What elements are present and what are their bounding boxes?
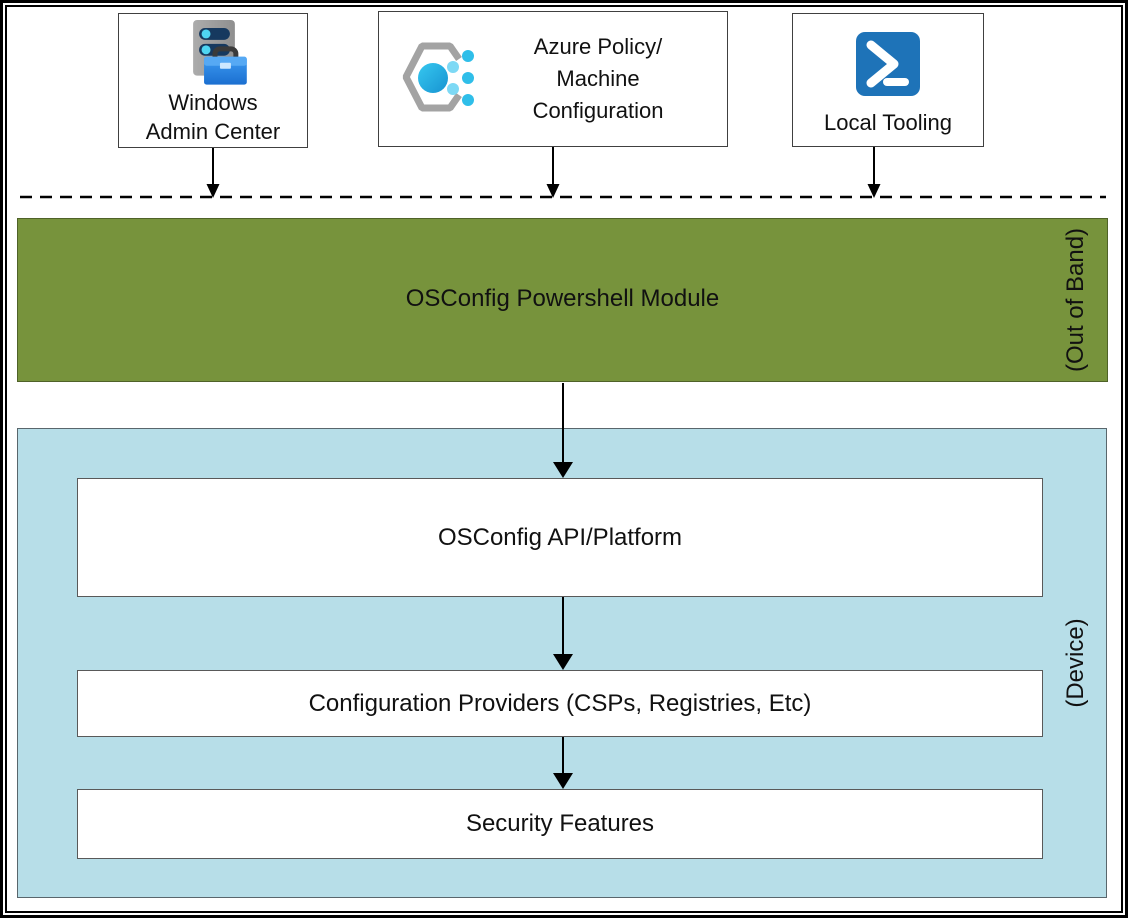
powershell-icon	[856, 32, 920, 97]
configuration-providers-box: Configuration Providers (CSPs, Registrie…	[77, 670, 1043, 737]
azure-policy-box: Azure Policy/ Machine Configuration	[378, 11, 728, 147]
arrow-wac-down	[206, 148, 220, 198]
windows-admin-center-label: Windows Admin Center	[145, 89, 281, 145]
device-side-label: (Device)	[1062, 618, 1089, 708]
azure-machine-configuration-icon	[402, 42, 474, 112]
local-tooling-box: Local Tooling	[792, 13, 984, 147]
windows-admin-center-box: Windows Admin Center	[118, 13, 308, 148]
osconfig-powershell-module-band: OSConfig Powershell Module	[17, 218, 1108, 382]
arrow-azure-down	[546, 147, 560, 198]
windows-admin-center-icon	[193, 20, 247, 85]
osconfig-api-platform-label: OSConfig API/Platform	[437, 523, 683, 551]
out-of-band-side-label: (Out of Band)	[1062, 227, 1089, 373]
security-features-label: Security Features	[465, 810, 655, 837]
osconfig-api-platform-box: OSConfig API/Platform	[77, 478, 1043, 597]
arrow-local-tooling-down	[867, 147, 881, 198]
security-features-box: Security Features	[77, 789, 1043, 859]
azure-policy-label: Azure Policy/ Machine Configuration	[532, 34, 664, 123]
osconfig-powershell-module-label: OSConfig Powershell Module	[405, 284, 720, 312]
configuration-providers-label: Configuration Providers (CSPs, Registrie…	[308, 689, 812, 717]
local-tooling-label: Local Tooling	[823, 110, 953, 136]
